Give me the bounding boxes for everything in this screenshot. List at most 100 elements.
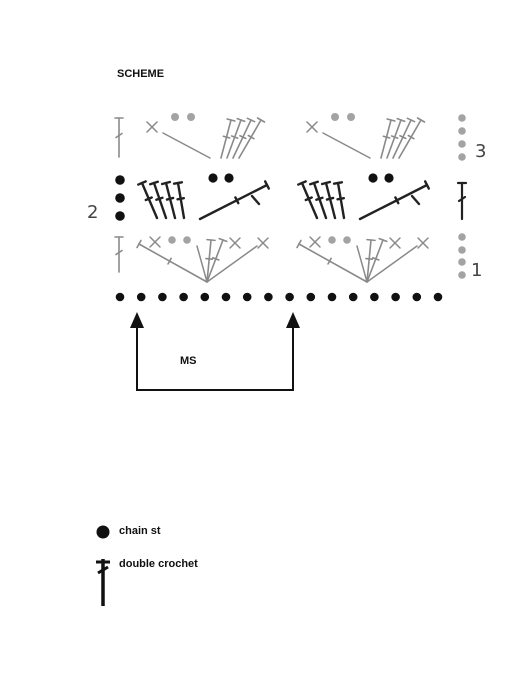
- row1-fan-dc-bar: [372, 256, 380, 261]
- row2-dc-bar: [325, 196, 335, 201]
- chain-dot: [348, 292, 358, 302]
- row3-turn-chain: [458, 153, 466, 161]
- row1-fan-ray: [356, 245, 368, 283]
- row1-fan-x-b: [309, 236, 321, 248]
- row3-dc-top: [416, 117, 426, 123]
- row3-chain-line: [162, 132, 211, 159]
- row2-cross: [410, 194, 421, 206]
- row2-dc: [152, 181, 168, 220]
- chain-dot: [200, 292, 210, 302]
- row2-chain: [208, 173, 218, 183]
- row1-fan-dc: [206, 239, 212, 283]
- row1-fan-dc-top: [296, 239, 302, 249]
- row2-dc-top: [149, 180, 159, 186]
- row1-fan-dot: [168, 236, 176, 244]
- row2-dc-bar: [315, 196, 324, 201]
- row1-fan-dc-top: [136, 239, 142, 249]
- row1-fan-dc-bar: [212, 256, 220, 261]
- row1-fan-dc: [298, 243, 368, 283]
- row1-fan-dc-bar: [205, 257, 214, 261]
- row1-fan-dc-bar: [167, 257, 172, 265]
- row2-turn-chain: [115, 175, 125, 185]
- chain-dot: [158, 292, 167, 302]
- row-1-symbols: [114, 233, 466, 283]
- row2-long-dc: [358, 183, 429, 221]
- row1-fan-x-b: [229, 237, 241, 249]
- row3-dc-top: [246, 117, 256, 123]
- row2-long-dc: [198, 183, 269, 221]
- row1-fan-ray: [206, 245, 258, 283]
- row3-dc-top: [236, 117, 246, 123]
- row2-chain: [384, 173, 394, 183]
- pattern-repeat-bracket: [130, 312, 300, 391]
- repeat-arrow-right: [286, 312, 300, 328]
- chain-stitch-icon: [96, 525, 110, 539]
- legend-label-chain: chain st: [119, 525, 161, 537]
- chain-dot: [136, 292, 146, 302]
- chain-dot: [179, 292, 188, 302]
- chain-dot: [306, 292, 316, 302]
- row2-dc-end-bar: [457, 195, 467, 203]
- row1-dc-start-bar: [115, 249, 123, 256]
- row3-dc-top: [256, 117, 266, 123]
- row3-dc-bar: [407, 134, 415, 140]
- row2-turn-chain: [115, 211, 125, 221]
- row1-fan-x-b: [257, 237, 269, 249]
- chain-dot: [433, 292, 443, 302]
- row1-fan-dc: [366, 239, 384, 283]
- chain-dot: [391, 292, 400, 302]
- legend-label-dc: double crochet: [119, 558, 198, 570]
- row3-dot: [331, 113, 339, 121]
- row3-turn-chain: [458, 140, 466, 148]
- row1-fan-x-b: [149, 236, 161, 248]
- row3-dc: [380, 119, 392, 159]
- row3-chain-line: [322, 132, 371, 159]
- row2-dc-bar: [336, 197, 346, 201]
- diagram-title: SCHEME: [117, 68, 165, 80]
- row1-fan-dc: [206, 239, 224, 283]
- row1-fan-x-b: [389, 237, 401, 249]
- row2-turn-chain: [115, 193, 125, 203]
- row1-fan-dot: [328, 236, 336, 244]
- row3-dc: [232, 119, 252, 159]
- row2-dc: [336, 181, 346, 220]
- row3-dot: [171, 113, 179, 121]
- row3-dc-bar: [222, 135, 231, 139]
- row2-chain: [368, 173, 378, 183]
- row3-dc-bar: [390, 135, 399, 140]
- row-2-symbols: [115, 173, 468, 221]
- row2-long-dc-bar: [394, 196, 400, 205]
- row2-long-dc-bar: [234, 196, 240, 205]
- chain-dot: [327, 292, 337, 302]
- row2-long-dc-top: [263, 180, 271, 190]
- row1-turn-chain: [458, 233, 466, 241]
- row2-dc: [140, 181, 159, 220]
- row3-turn-chain: [458, 114, 466, 122]
- row3-dc: [226, 119, 242, 159]
- row2-dc-top: [332, 181, 344, 185]
- row3-dc-top: [386, 118, 396, 122]
- row2-dc: [176, 181, 186, 220]
- row1-fan-dc: [366, 239, 372, 283]
- double-crochet-icon: [96, 559, 110, 606]
- row-number-2: 2: [87, 202, 99, 223]
- repeat-label: MS: [180, 355, 197, 367]
- row2-long-dc-top: [423, 180, 431, 190]
- row2-dc-bar: [144, 196, 153, 202]
- row3-dc-bar: [382, 135, 391, 139]
- row3-dc: [386, 119, 402, 159]
- row1-turn-chain: [458, 271, 466, 279]
- row2-dc-top: [297, 180, 307, 186]
- row2-dc: [324, 181, 337, 220]
- row1-fan-dc-top: [366, 238, 376, 242]
- row2-dc-top: [137, 180, 147, 186]
- row3-dc-start-bar: [115, 132, 123, 139]
- row2-dc-bar: [165, 196, 175, 201]
- row3-dc-top: [406, 117, 416, 123]
- repeat-bracket-line: [136, 326, 294, 391]
- row3-dc: [220, 119, 232, 159]
- row3-dc: [392, 119, 412, 159]
- row2-dc: [300, 181, 319, 220]
- row2-dc-top: [160, 180, 172, 186]
